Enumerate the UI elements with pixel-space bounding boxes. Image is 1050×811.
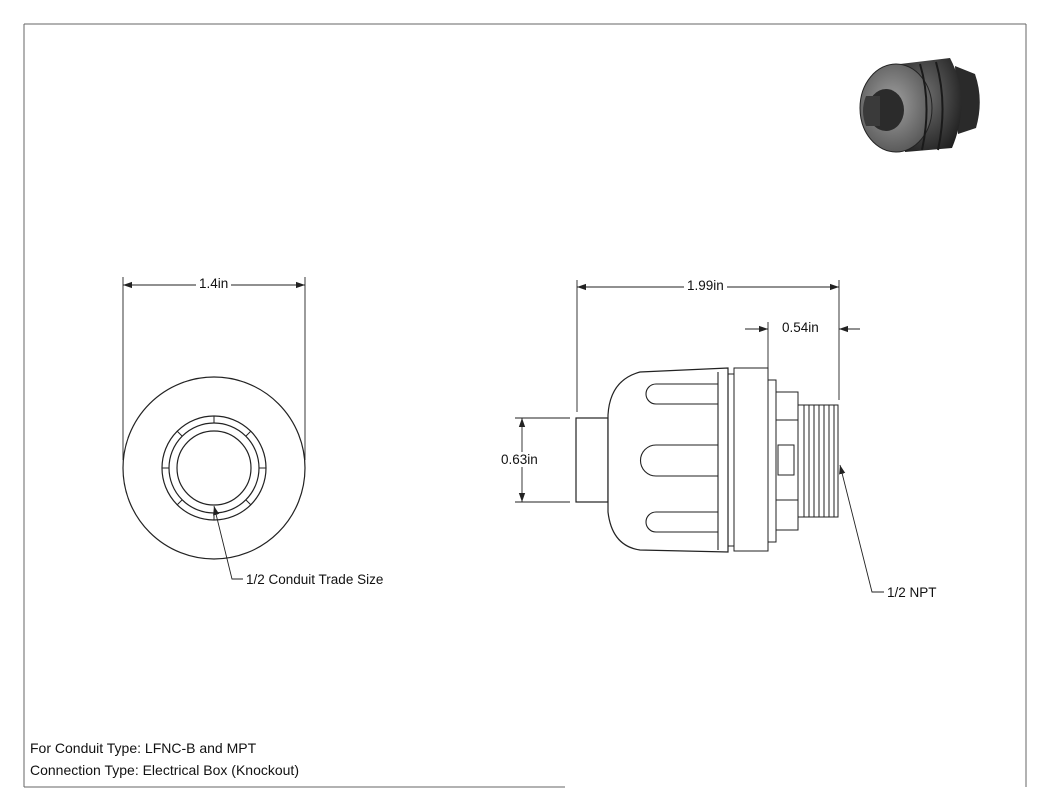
stub-body	[575, 417, 609, 503]
bore-circle	[176, 430, 252, 506]
iso-thread-back	[955, 66, 980, 134]
side-view	[515, 280, 884, 593]
sheet-border	[23, 23, 1027, 788]
inner-ring-circle	[168, 422, 260, 514]
dim-length-label: 1.99in	[684, 278, 727, 293]
gaskets	[727, 367, 777, 552]
front-view	[122, 277, 306, 580]
leader-trade-size	[213, 505, 243, 580]
note-connection-type: Connection Type: Electrical Box (Knockou…	[30, 762, 299, 778]
grip-slots	[640, 372, 719, 550]
ring-segments	[162, 416, 266, 520]
leader-npt	[839, 464, 884, 593]
callout-npt: 1/2 NPT	[887, 585, 937, 600]
dim-thread-length-label: 0.54in	[779, 320, 822, 335]
note-conduit-type: For Conduit Type: LFNC-B and MPT	[30, 740, 257, 756]
dim-front-width-label: 1.4in	[196, 276, 232, 291]
threaded-end	[797, 404, 839, 518]
isometric-view	[859, 58, 980, 153]
iso-stub	[863, 96, 880, 126]
dim-stub-height-label: 0.63in	[498, 452, 541, 467]
outer-flange-circle	[122, 376, 306, 560]
gland-nut-body	[607, 367, 729, 553]
callout-trade-size: 1/2 Conduit Trade Size	[246, 572, 384, 587]
locknut	[775, 391, 799, 531]
